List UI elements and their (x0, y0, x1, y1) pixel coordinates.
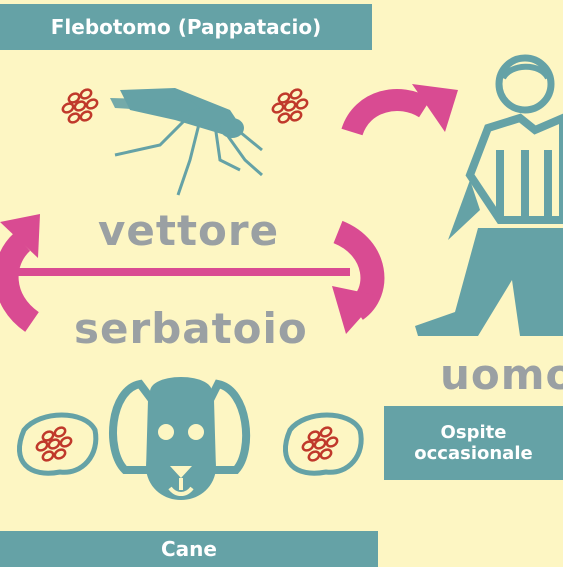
sandfly-icon (110, 88, 263, 196)
occasional-host-line2: occasionale (414, 443, 533, 464)
reservoir-word: serbatoio (74, 304, 308, 353)
parasite-cluster-icon (269, 86, 311, 126)
sandfly-label-text: Flebotomo (Pappatacio) (50, 15, 322, 39)
parasite-cluster-icon (282, 412, 364, 476)
dog-label: Cane (0, 531, 378, 567)
vector-word: vettore (98, 206, 280, 255)
occasional-host-label: Ospite occasionale (384, 406, 563, 480)
cycle-divider (10, 268, 350, 276)
parasite-cluster-icon (59, 86, 101, 126)
occasional-host-line1: Ospite (440, 422, 507, 443)
cycle-arrow-icon (332, 220, 385, 334)
dog-icon (109, 377, 251, 500)
parasite-cluster-icon (16, 412, 99, 476)
man-word: uomo (440, 350, 563, 399)
cycle-arrow-icon (0, 214, 40, 332)
sandfly-label: Flebotomo (Pappatacio) (0, 4, 372, 50)
man-icon (415, 54, 563, 336)
dog-label-text: Cane (161, 537, 217, 561)
cycle-arrow-icon (341, 84, 458, 137)
